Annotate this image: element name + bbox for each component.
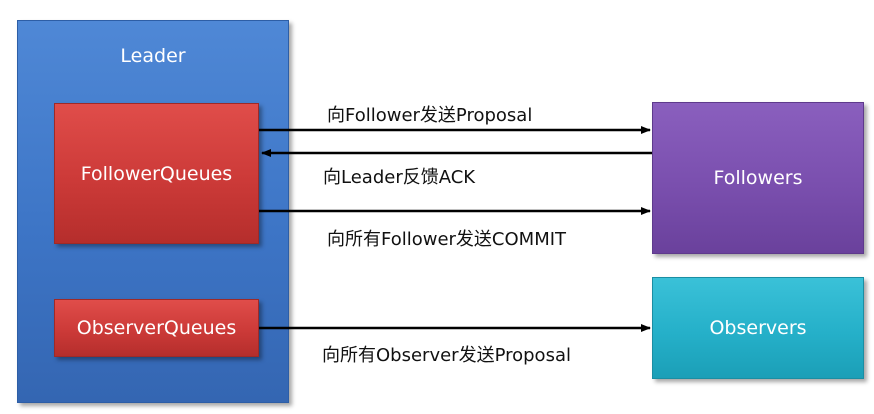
label-ack: 向Leader反馈ACK [323,167,476,188]
leader-title: Leader [120,45,186,67]
followers-label: Followers [713,167,803,189]
follower-queues-label: FollowerQueues [80,162,233,185]
observer-queues-box: ObserverQueues [54,299,259,357]
label-commit: 向所有Follower发送COMMIT [327,229,567,250]
followers-box: Followers [652,102,864,254]
label-send-proposal: 向Follower发送Proposal [327,105,533,126]
label-observer-proposal: 向所有Observer发送Proposal [322,345,571,366]
follower-queues-box: FollowerQueues [54,103,259,244]
observer-queues-label: ObserverQueues [76,317,237,339]
observers-box: Observers [652,277,864,379]
observers-label: Observers [709,317,807,339]
